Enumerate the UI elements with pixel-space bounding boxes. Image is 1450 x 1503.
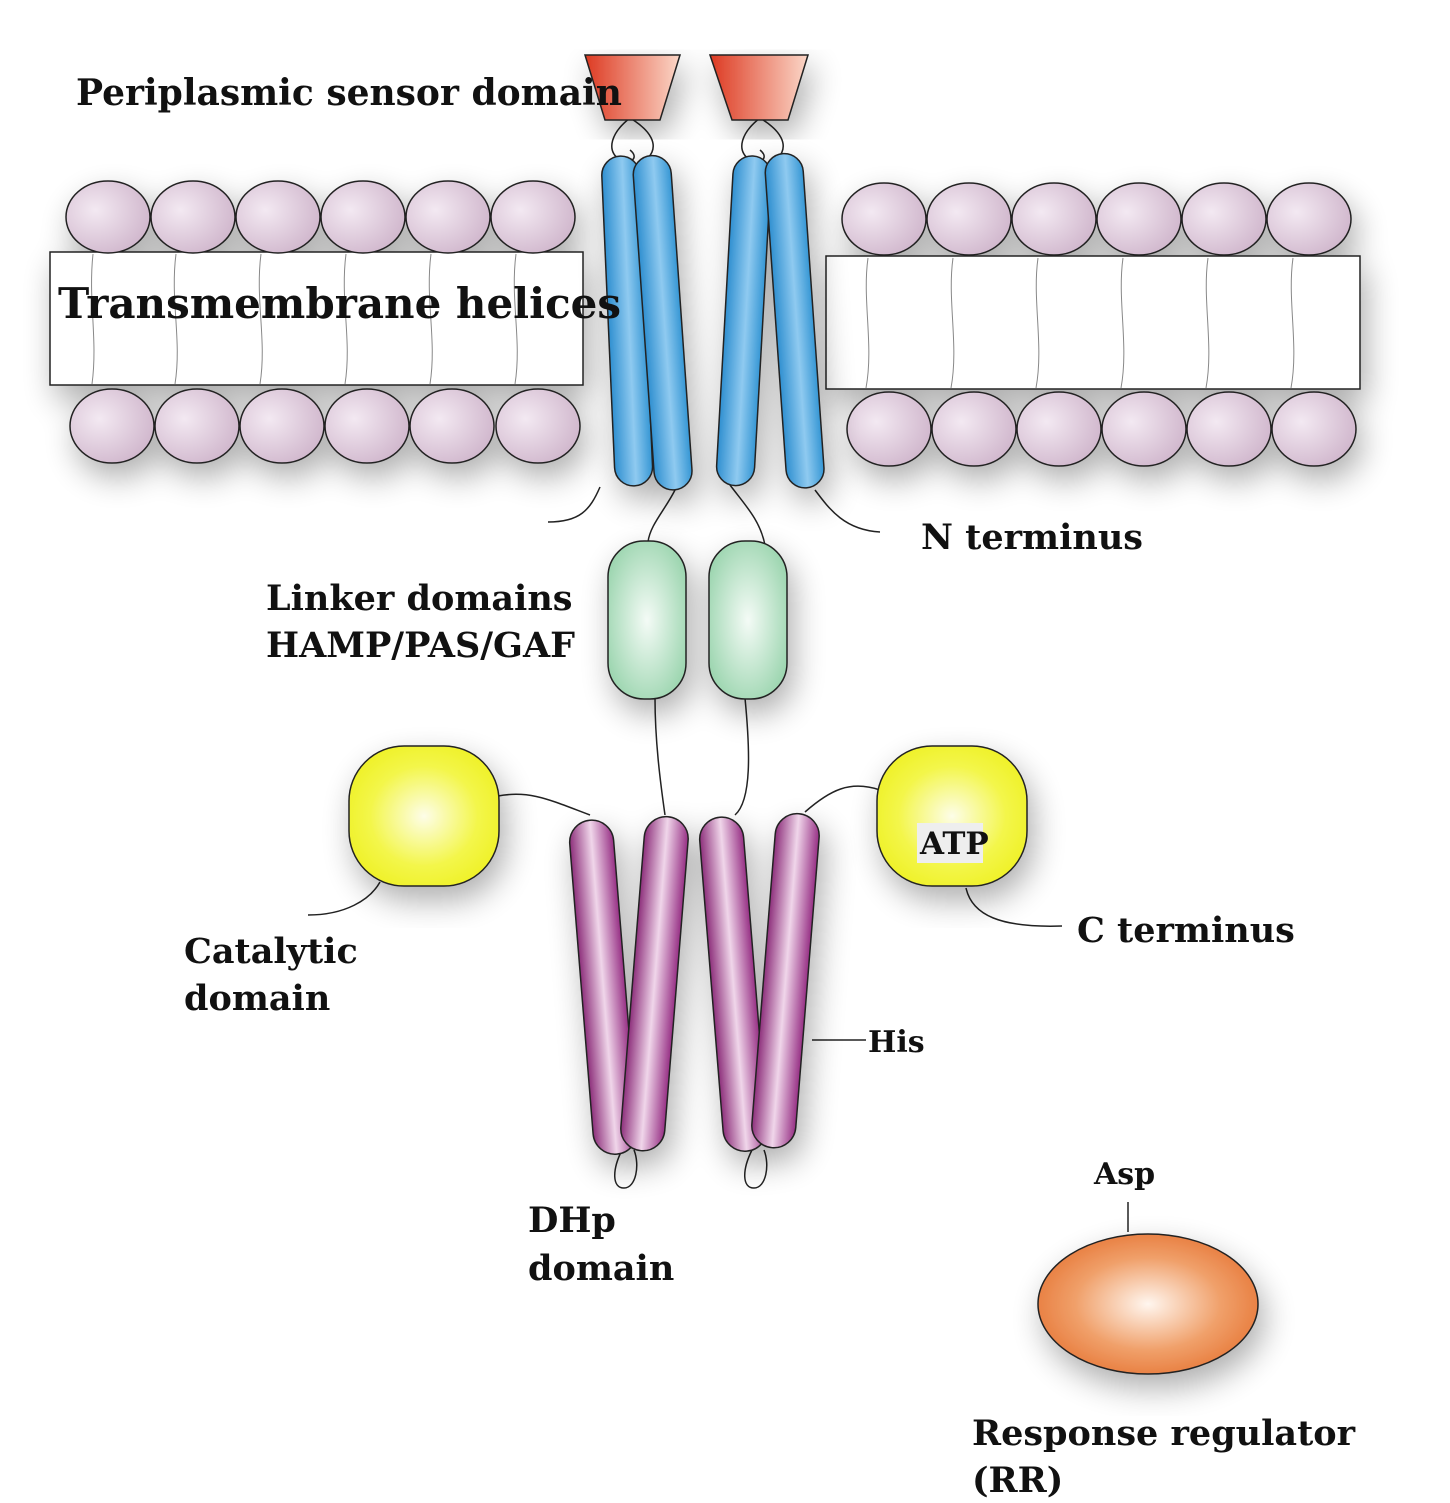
catalytic-label: Catalytic <box>184 931 358 972</box>
dhp-helix-2 <box>620 815 689 1152</box>
catalytic-domain-right <box>876 745 1028 887</box>
response-regulator <box>1037 1233 1259 1375</box>
periplasmic-sensor-label: Periplasmic sensor domain <box>76 72 622 114</box>
atp-label-background <box>917 823 983 863</box>
catalytic-domain-word-label: domain <box>184 978 330 1019</box>
catalytic-domains <box>348 745 1028 887</box>
atp-label: ATP <box>919 826 989 862</box>
linker-domains <box>607 540 788 700</box>
tm-helix-3 <box>715 155 772 487</box>
transmembrane-helices-label: Transmembrane helices <box>58 279 621 328</box>
lipid-tails-left <box>91 253 518 385</box>
sensor-domains <box>583 54 810 121</box>
linker-domain-left <box>607 540 687 700</box>
dhp-helix-3 <box>698 816 768 1152</box>
lipid-heads-top-left <box>65 180 576 254</box>
linker-domain-right <box>708 540 788 700</box>
dhp-domain-word-label: domain <box>528 1248 674 1289</box>
linker-types-label: HAMP/PAS/GAF <box>266 625 575 666</box>
tm-helix-4 <box>764 152 825 489</box>
sensor-domain-left <box>583 54 682 121</box>
c-terminus-label: C terminus <box>1077 910 1295 951</box>
membrane-core-right <box>825 255 1361 390</box>
linker-domains-label: Linker domains <box>266 578 572 619</box>
dhp-label: DHp <box>528 1200 616 1241</box>
rr-abbreviation-label: (RR) <box>972 1460 1063 1501</box>
lipid-heads-bottom-right <box>846 391 1357 467</box>
response-regulator-label: Response regulator <box>972 1413 1356 1454</box>
membrane-core-left <box>49 251 584 386</box>
catalytic-domain-left <box>348 745 500 887</box>
dhp-helices <box>568 812 820 1155</box>
his-label: His <box>868 1025 925 1060</box>
membrane-right <box>825 182 1361 467</box>
n-terminus-label: N terminus <box>921 517 1143 558</box>
membrane-left <box>49 180 584 464</box>
tm-helix-2 <box>632 154 693 491</box>
lipid-tails-right <box>865 257 1295 389</box>
sensor-domain-right <box>708 54 810 121</box>
dhp-helix-1 <box>568 819 638 1155</box>
transmembrane-helices <box>601 152 825 491</box>
lipid-heads-bottom-left <box>69 388 581 464</box>
asp-label: Asp <box>1093 1157 1155 1192</box>
lipid-heads-top-right <box>841 182 1352 256</box>
dhp-helix-4 <box>751 812 820 1149</box>
